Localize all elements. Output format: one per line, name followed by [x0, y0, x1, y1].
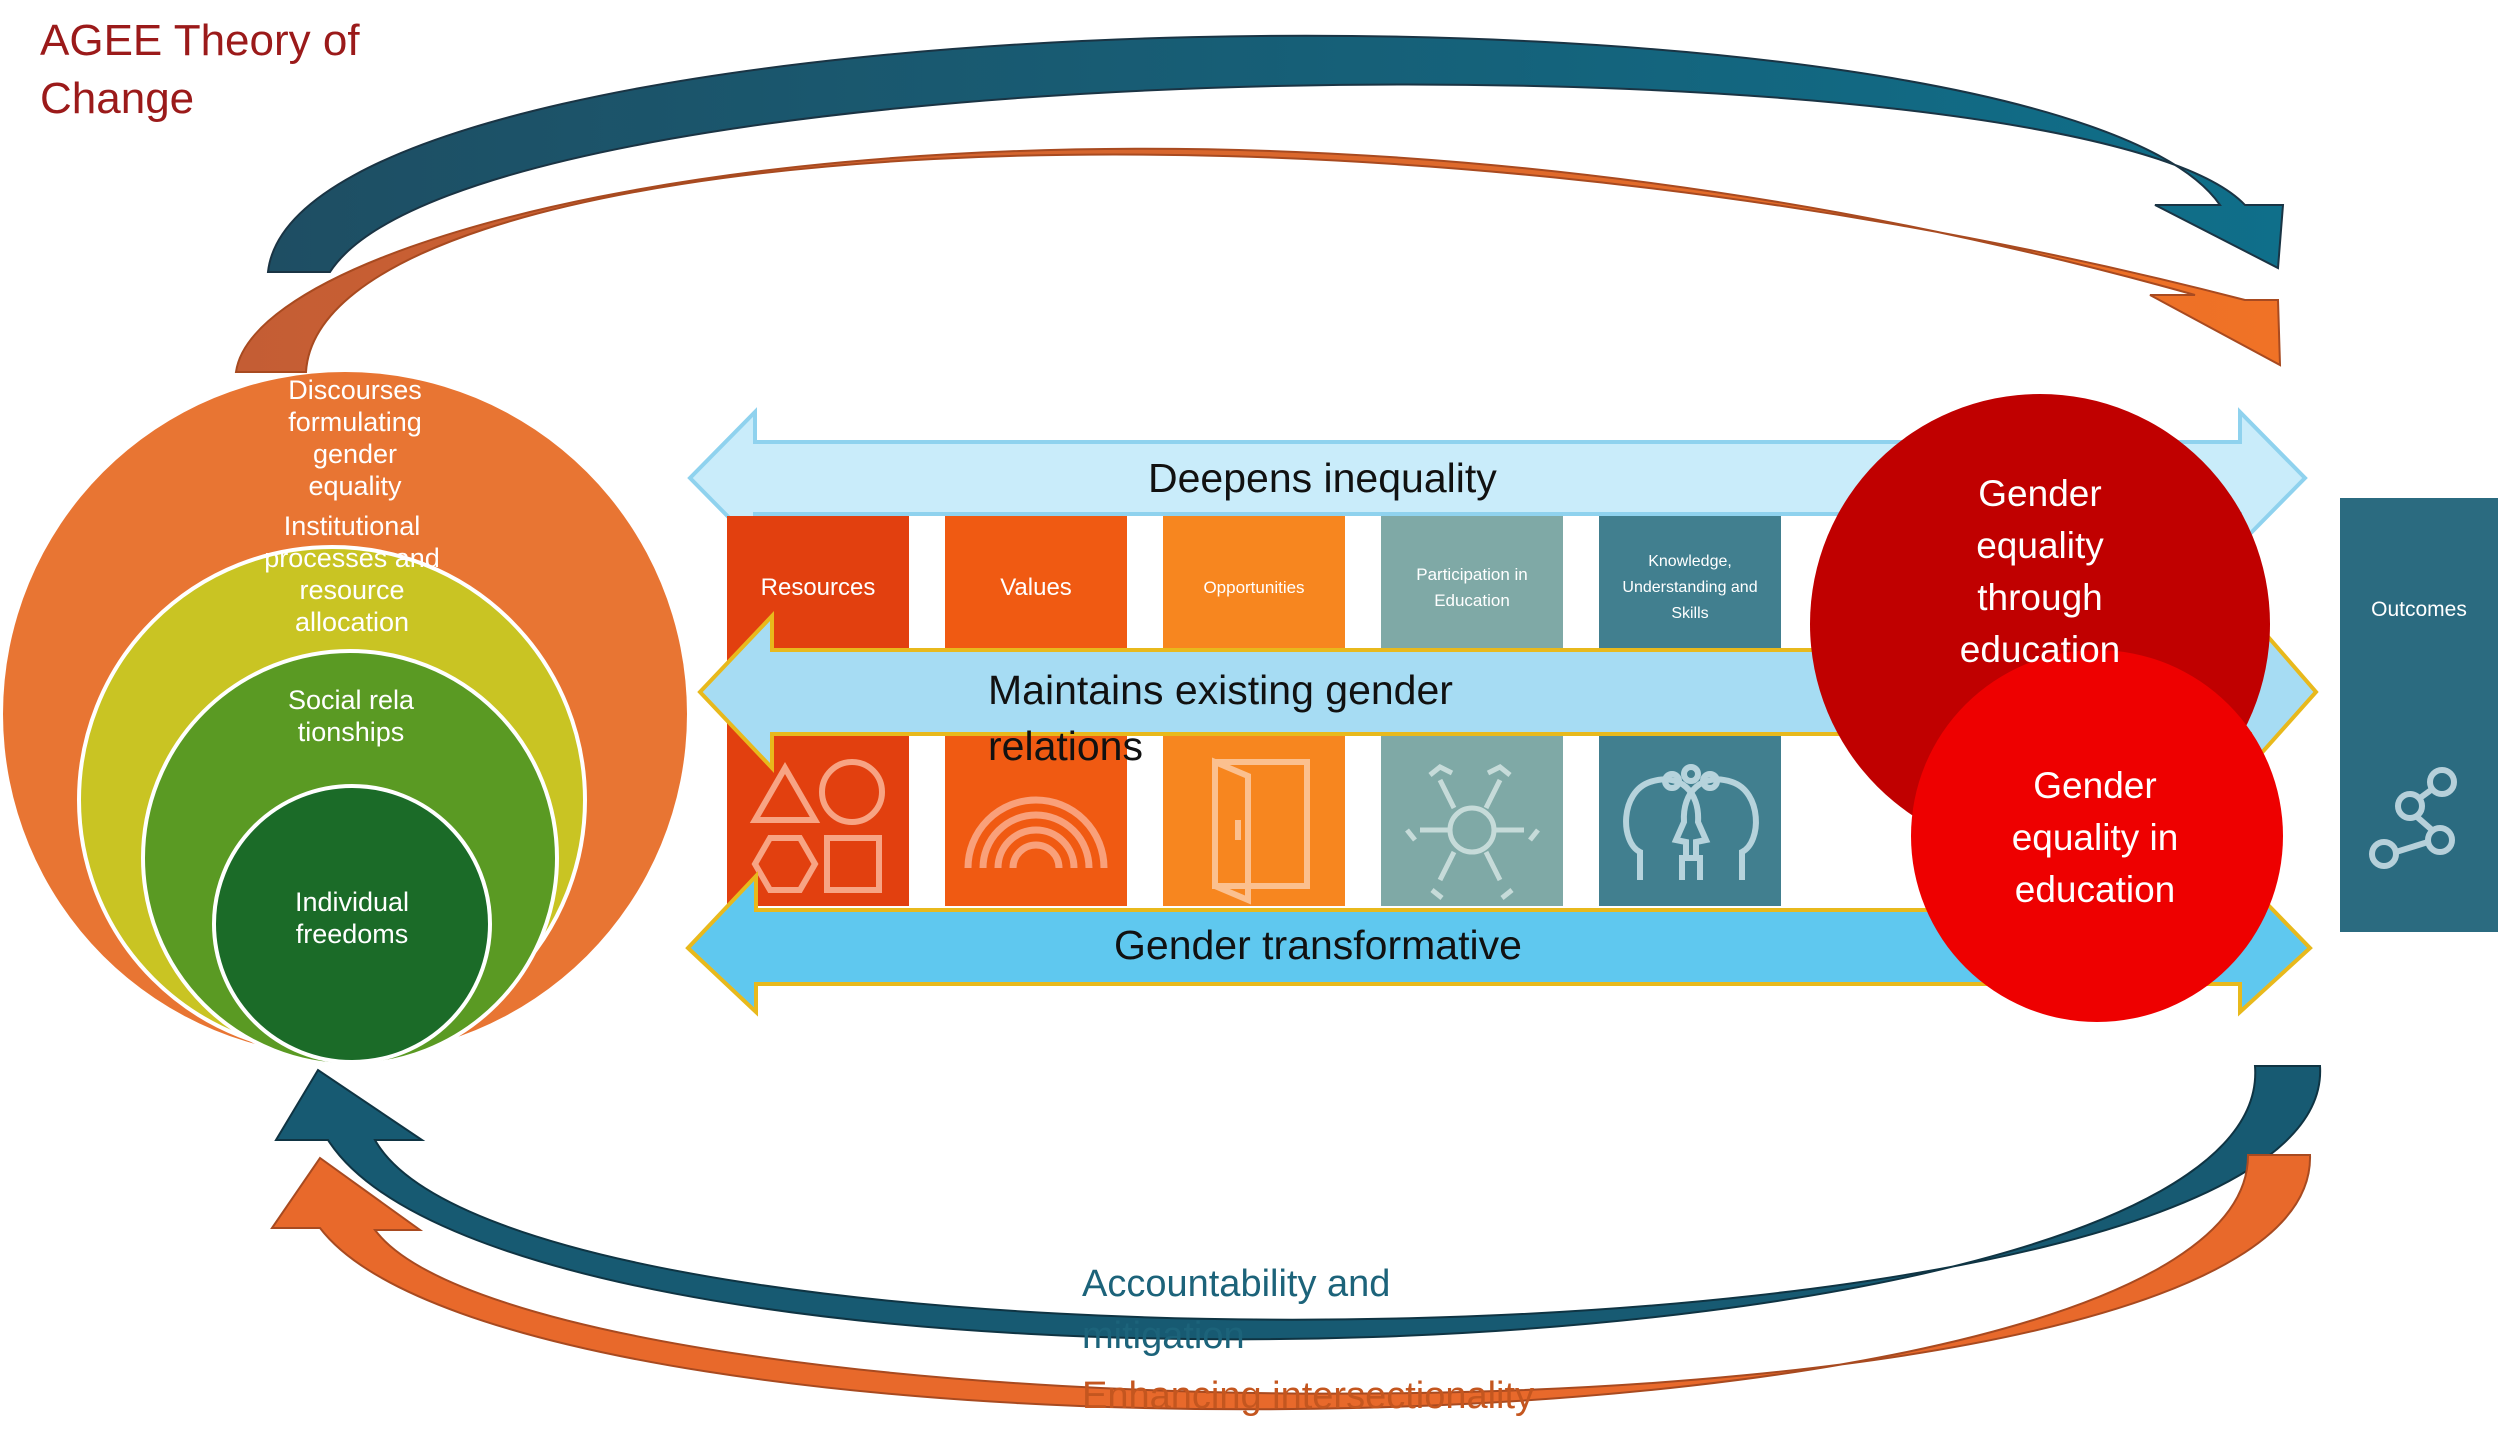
- open-door-icon: [1212, 757, 1310, 905]
- circle-label-in: Gender equality in education: [2011, 765, 2179, 910]
- band-label-transformative: Gender transformative: [1114, 922, 1522, 968]
- bottom-teal-arc-arrow: [274, 1065, 2322, 1341]
- heads-thinking-icon: [1623, 764, 1759, 880]
- ring-label-institutional: Institutional processes and resource all…: [264, 511, 440, 637]
- band-label-maintains: Maintains existing gender relations: [988, 667, 1453, 769]
- tile-label-opportunities: Opportunities: [1203, 578, 1305, 597]
- band-gender-transformative: [685, 870, 2313, 1017]
- ring-label-individual: Individual freedoms: [294, 887, 410, 949]
- tile-label-values: Values: [1000, 574, 1072, 601]
- tile-label-resources: Resources: [760, 574, 876, 601]
- top-orange-arc-arrow: [234, 147, 2282, 373]
- outcomes-panel-bg: [2340, 498, 2498, 932]
- tile-label-knowledge: Knowledge, Understanding and Skills: [1622, 553, 1758, 622]
- band-label-deepens: Deepens inequality: [1148, 455, 1497, 501]
- top-teal-arc-arrow: [266, 34, 2285, 273]
- diagram-title: AGEE Theory of Change: [40, 16, 360, 123]
- intersectionality-label: Enhancing intersectionality: [1082, 1375, 1535, 1417]
- hands-circle-icon: [1405, 764, 1540, 900]
- outcomes-label: Outcomes: [2371, 598, 2467, 621]
- accountability-label: Accountability and mitigation: [1082, 1263, 1391, 1357]
- ring-label-social: Social relationships: [287, 685, 415, 747]
- network-nodes-icon: [2369, 767, 2457, 869]
- rainbow-icon: [964, 796, 1108, 869]
- circle-label-through: Gender equality through education: [1959, 473, 2121, 670]
- bottom-orange-arc-arrow: [270, 1154, 2312, 1411]
- ring-individual: [212, 784, 492, 1064]
- circle-equality-in-education: [1911, 650, 2283, 1022]
- shapes-icon: [749, 759, 885, 893]
- ring-label-discourses: Discourses formulating gender equality: [288, 375, 422, 501]
- tile-label-participation: Participation in Education: [1416, 565, 1528, 610]
